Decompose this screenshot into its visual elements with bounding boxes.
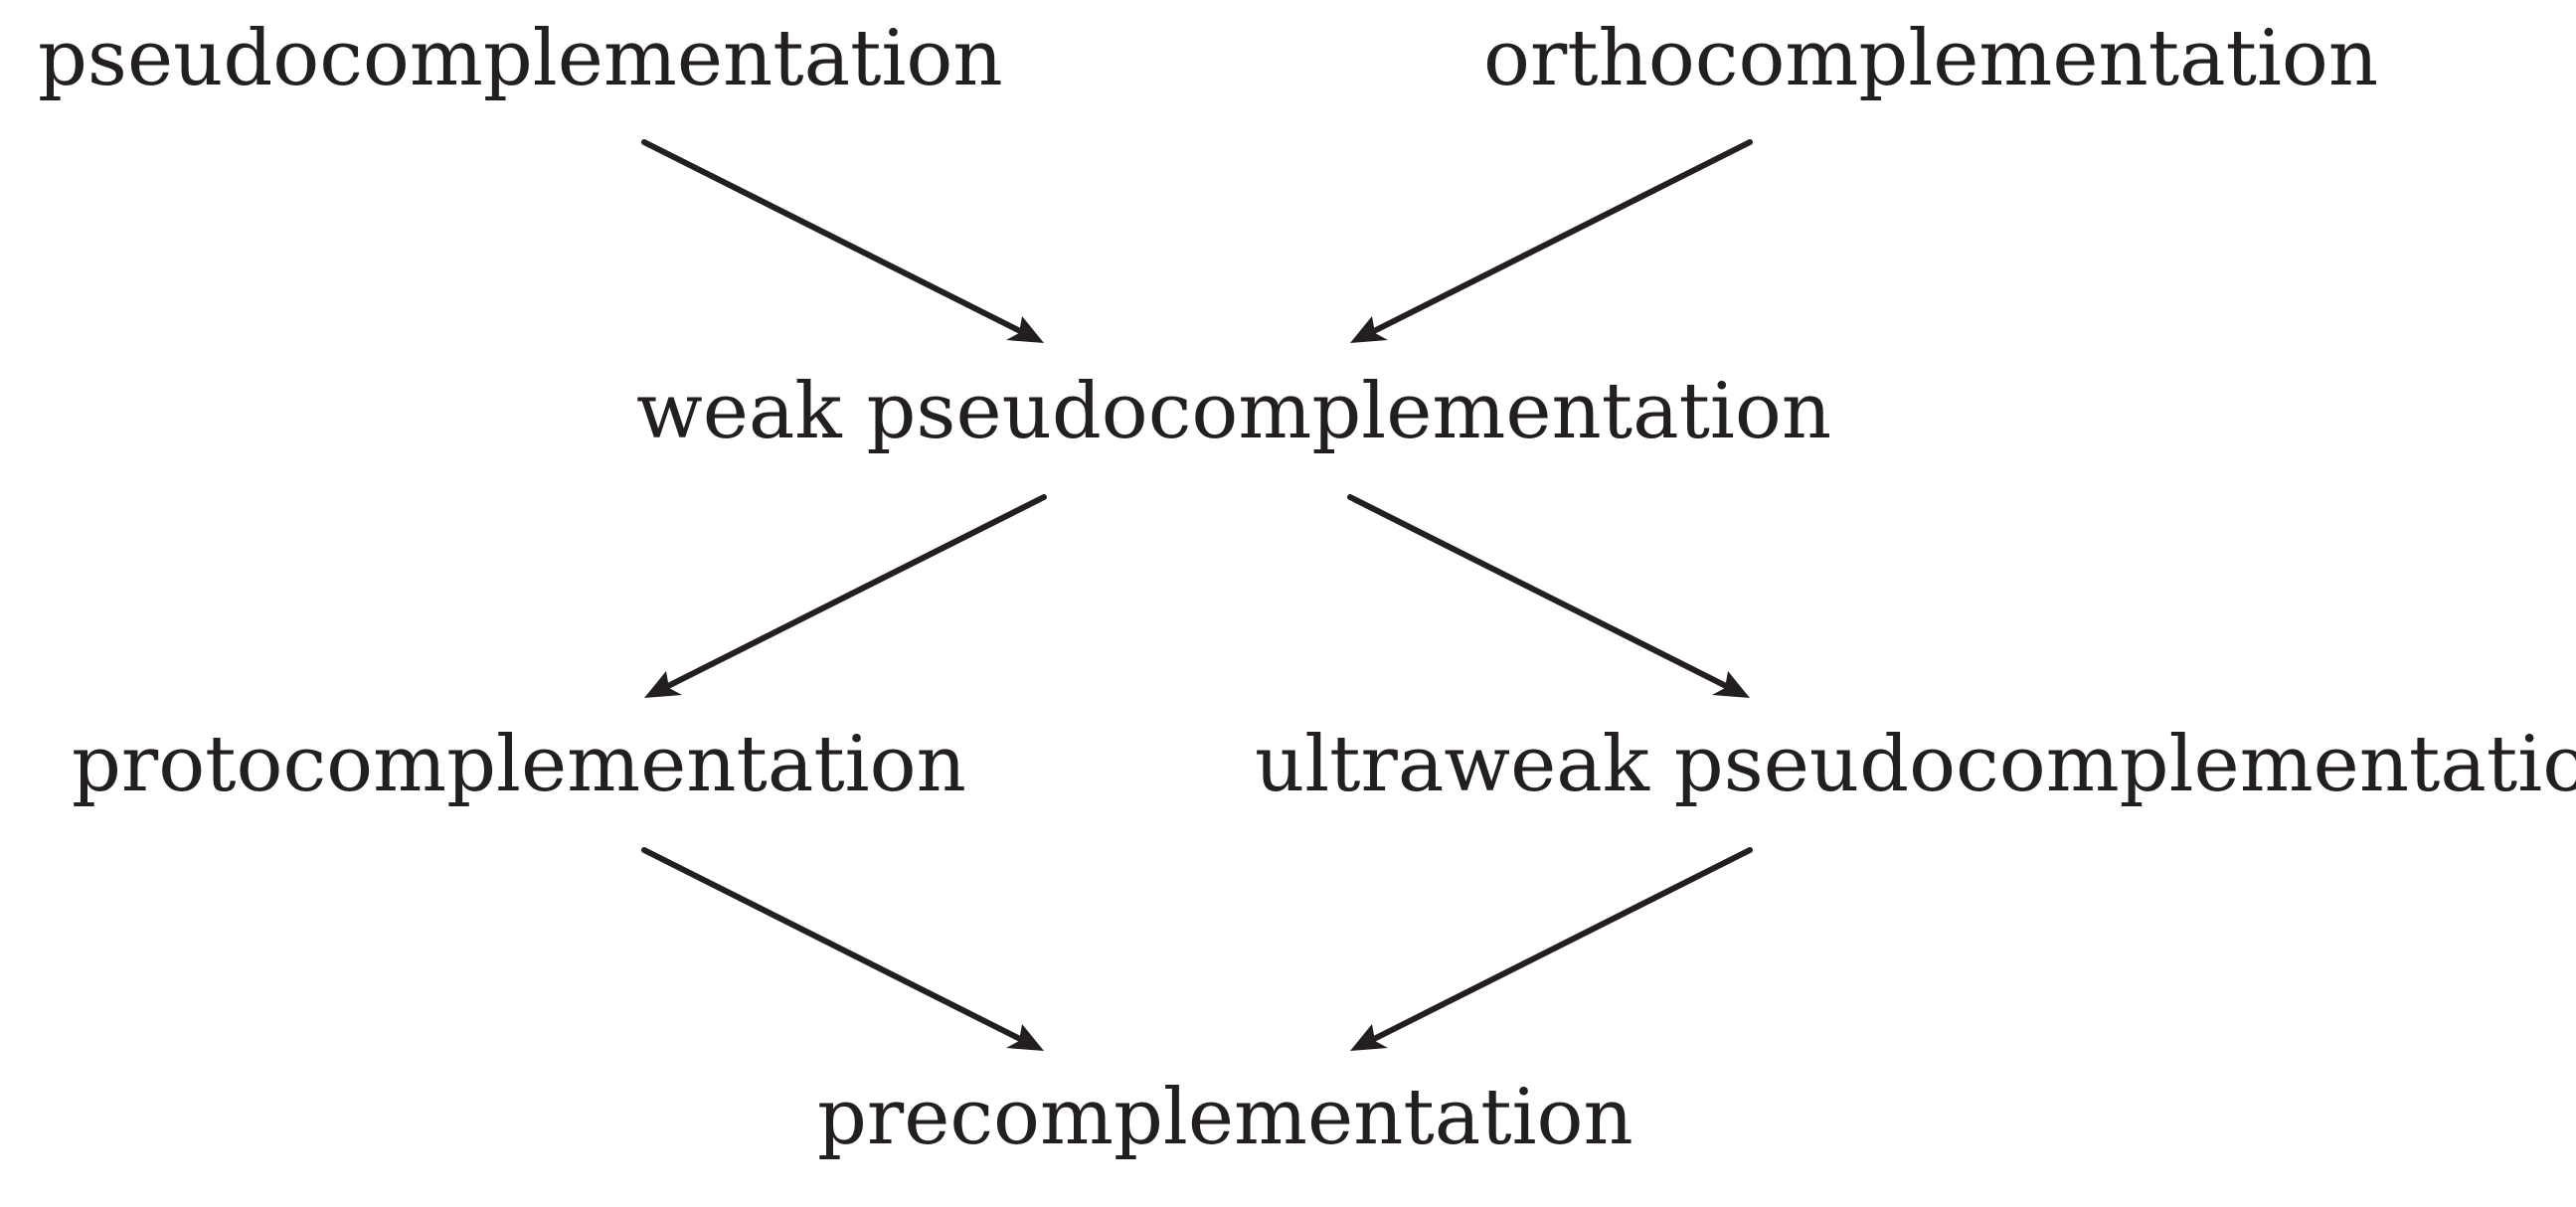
node-orthocomplementation: orthocomplementation [1483,14,2378,103]
arrowhead-ultraweak-to-pre [1350,1024,1388,1051]
arrowhead-pseudo-to-weak [1006,316,1044,343]
arrow-proto-to-pre [641,847,1037,1049]
node-precomplementation: precomplementation [817,1073,1633,1162]
arrow-ultraweak-to-pre [1357,847,1753,1049]
arrow-ortho-to-weak [1357,139,1753,341]
node-weak-pseudocomplementation: weak pseudocomplementation [636,367,1831,456]
arrowhead-ortho-to-weak [1350,316,1388,343]
arrow-weak-to-proto [651,494,1047,696]
node-pseudocomplementation: pseudocomplementation [38,14,1003,103]
arrow-weak-to-ultraweak [1347,494,1743,696]
arrowhead-proto-to-pre [1006,1024,1044,1051]
arrowhead-weak-to-ultraweak [1712,671,1750,698]
edges [641,139,1753,1051]
arrow-pseudo-to-weak [641,139,1037,341]
arrowhead-weak-to-proto [644,671,682,698]
node-protocomplementation: protocomplementation [72,720,966,809]
node-ultraweak-pseudocomplementation: ultraweak pseudocomplementation [1255,720,2576,809]
